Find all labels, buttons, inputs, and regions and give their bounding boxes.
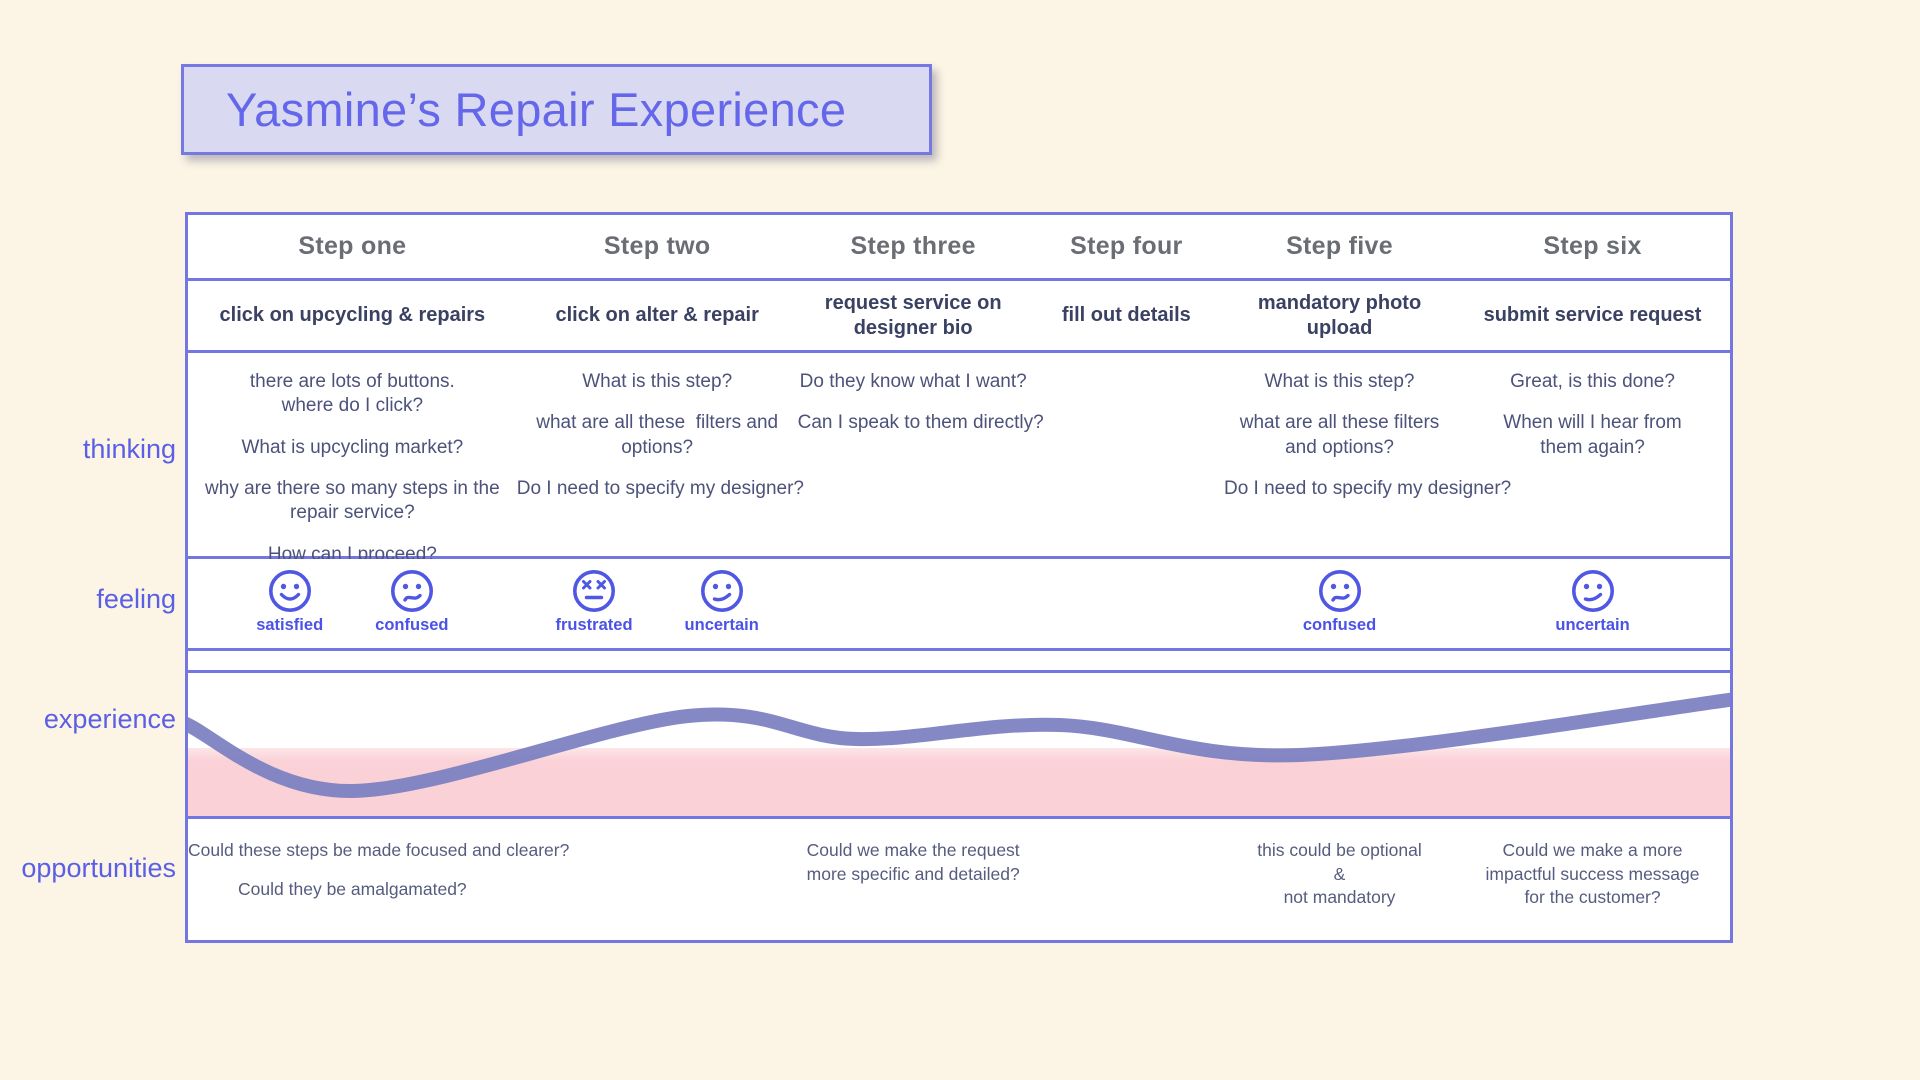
experience-row	[188, 673, 1730, 819]
row-label-feeling: feeling	[96, 584, 176, 614]
opportunity-cell-4	[1029, 819, 1224, 940]
feeling-cell-3	[798, 559, 1029, 648]
spacer-row	[188, 651, 1730, 673]
thinking-note: Do I need to specify my designer?	[1223, 477, 1512, 499]
feeling-confused: confused	[375, 568, 449, 635]
step-header-2: Step two	[603, 232, 711, 260]
opportunity-note: this could be optional & not mandatory	[1257, 840, 1422, 908]
action-cell-5: mandatory photo upload	[1257, 291, 1422, 339]
thinking-note: What is upcycling market?	[241, 436, 464, 458]
thinking-cell-5: What is this step? what are all these fil…	[1224, 353, 1511, 584]
thinking-note: Can I speak to them directly?	[797, 412, 1044, 434]
action-cell-4: fill out details	[1061, 304, 1191, 326]
opportunity-cell-3: Could we make the request more specific …	[798, 819, 1029, 940]
thinking-note: What is this step?	[582, 371, 733, 392]
opportunity-cell-2	[517, 819, 798, 940]
thinking-cell-1: there are lots of buttons. where do I cl…	[188, 353, 517, 584]
confused-face-icon	[1318, 569, 1361, 613]
opportunity-note: Could they be amalgamated?	[238, 878, 467, 899]
thinking-note: Great, is this done?	[1510, 371, 1675, 392]
opportunity-note: Could we make a more impactful success m…	[1485, 840, 1700, 908]
action-cell-6: submit service request	[1483, 304, 1702, 326]
thinking-note: why are there so many steps in the repai…	[205, 477, 500, 524]
thinking-note: what are all these filters and options?	[1239, 412, 1440, 458]
thinking-cell-4	[1029, 353, 1224, 584]
feeling-uncertain: uncertain	[1555, 568, 1630, 635]
opportunity-note: Could these steps be made focused and cl…	[188, 840, 570, 860]
confused-face-icon	[390, 569, 433, 613]
thinking-note: there are lots of buttons. where do I cl…	[249, 371, 455, 417]
opportunity-cell-5: this could be optional & not mandatory	[1224, 819, 1455, 940]
journey-map-table: Step one Step two Step three Step four Step …	[185, 212, 1733, 943]
thinking-note: What is this step?	[1264, 371, 1415, 392]
row-label-opportunities: opportunities	[21, 853, 176, 883]
action-cell-1: click on upcycling & repairs	[219, 304, 486, 326]
step-header-3: Step three	[850, 232, 976, 260]
feeling-label: frustrated	[555, 616, 633, 634]
thinking-note: Do they know what I want?	[799, 371, 1027, 392]
thinking-note: Do I need to specify my designer?	[516, 477, 804, 499]
step-header-5: Step five	[1286, 232, 1393, 260]
feeling-frustrated: frustrated	[556, 568, 633, 635]
step-header-1: Step one	[298, 232, 407, 260]
thinking-cell-6: Great, is this done? When will I hear fro…	[1455, 353, 1730, 584]
uncertain-face-icon	[1571, 569, 1614, 613]
feeling-row: satisfied confused frustrated uncertain conf…	[188, 559, 1730, 651]
feeling-label: satisfied	[256, 616, 324, 634]
thinking-note: When will I hear from them again?	[1503, 412, 1682, 458]
feeling-satisfied: satisfied	[256, 568, 323, 635]
step-header-6: Step six	[1543, 232, 1642, 260]
feeling-cell-2: frustrated uncertain	[517, 559, 798, 648]
opportunities-row: Could these steps be made focused and cl…	[188, 819, 1730, 940]
action-cell-2: click on alter & repair	[555, 304, 759, 326]
feeling-label: confused	[375, 616, 449, 634]
feeling-cell-1: satisfied confused	[188, 559, 517, 648]
thinking-row: there are lots of buttons. where do I cl…	[188, 353, 1730, 565]
row-label-experience: experience	[43, 704, 176, 734]
feeling-uncertain: uncertain	[685, 568, 759, 635]
feeling-confused: confused	[1303, 568, 1376, 635]
page-title: Yasmine’s Repair Experience	[226, 83, 847, 136]
opportunity-cell-1: Could these steps be made focused and cl…	[188, 819, 569, 940]
opportunity-cell-6: Could we make a more impactful success m…	[1455, 819, 1730, 940]
feeling-label: uncertain	[684, 616, 759, 634]
title-box: Yasmine’s Repair Experience	[181, 64, 932, 155]
step-header-4: Step four	[1070, 232, 1183, 260]
action-cell-3: request service on designer bio	[824, 291, 1002, 339]
action-row: click on upcycling & repairs click on alt…	[188, 281, 1730, 353]
feeling-cell-6: uncertain	[1455, 559, 1730, 648]
satisfied-face-icon	[268, 569, 311, 613]
experience-curve	[188, 692, 1730, 799]
feeling-label: uncertain	[1555, 616, 1630, 634]
thinking-note: what are all these filters and options?	[536, 412, 779, 458]
thinking-cell-3: Do they know what I want? Can I speak to …	[798, 353, 1044, 584]
opportunity-note: Could we make the request more specific …	[806, 840, 1020, 884]
step-header-row: Step one Step two Step three Step four Step …	[188, 215, 1730, 281]
uncertain-face-icon	[700, 569, 743, 613]
row-label-thinking: thinking	[82, 434, 176, 464]
feeling-cell-5: confused	[1224, 559, 1455, 648]
thinking-cell-2: What is this step? what are all these fil…	[517, 353, 804, 584]
frustrated-face-icon	[573, 569, 616, 613]
feeling-cell-4	[1029, 559, 1224, 648]
feeling-label: confused	[1302, 616, 1377, 634]
